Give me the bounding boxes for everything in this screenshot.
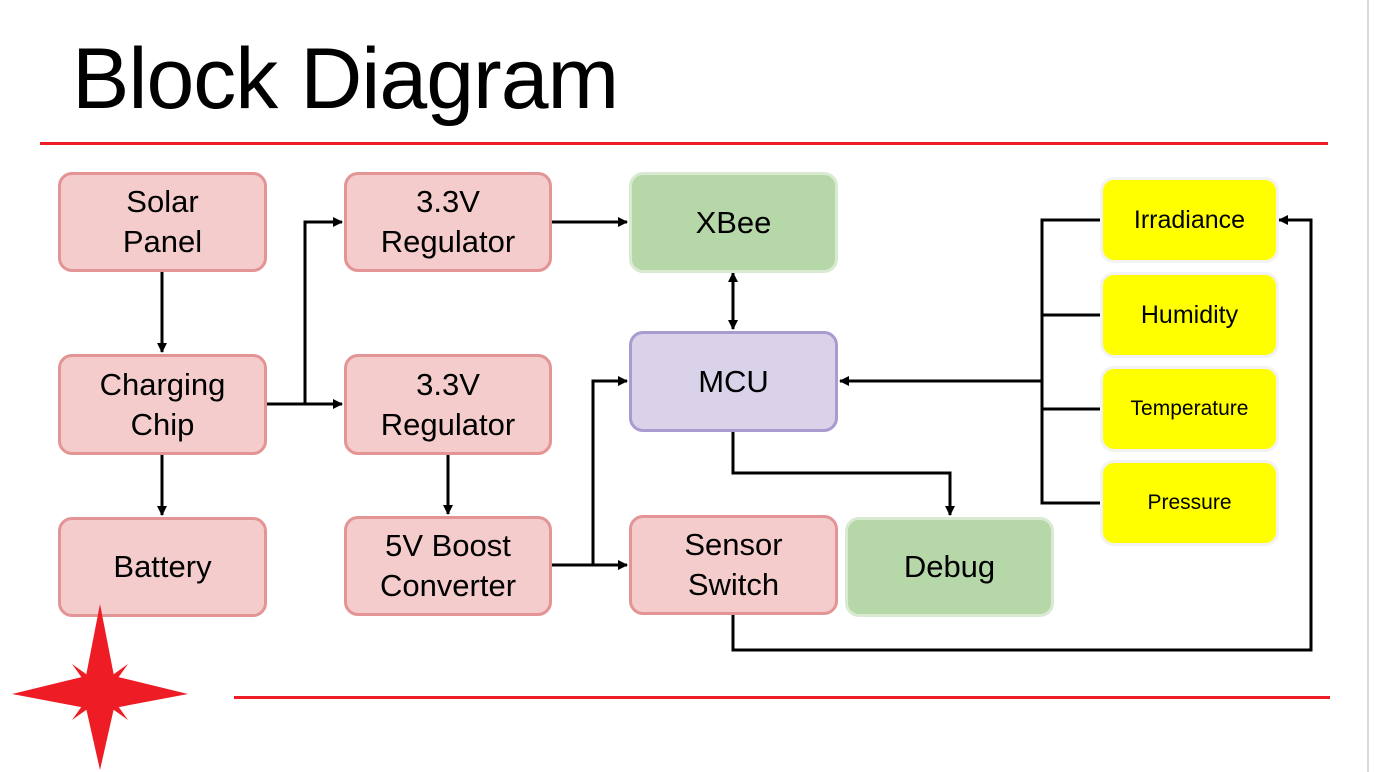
arrow-switch-to-sensors: [731, 215, 1313, 652]
humidity-sensor-block: Humidity: [1100, 272, 1279, 358]
title-divider: [40, 142, 1328, 145]
charging-chip-label: Charging Chip: [99, 366, 226, 442]
debug-block: Debug: [845, 517, 1054, 617]
battery-block: Battery: [58, 517, 267, 617]
mcu-block: MCU: [629, 331, 838, 432]
boost-converter-block: 5V Boost Converter: [344, 516, 552, 616]
pressure-sensor-block: Pressure: [1100, 460, 1279, 546]
humidity-label: Humidity: [1140, 301, 1239, 329]
solar-panel-label: Solar Panel: [122, 184, 203, 259]
sensor-bus: [1040, 218, 1100, 505]
footer-divider: [234, 696, 1330, 699]
sensor-switch-block: Sensor Switch: [629, 515, 838, 615]
irradiance-label: Irradiance: [1133, 206, 1246, 234]
arrow-boost-to-mcu: [591, 376, 628, 565]
regulator-top-block: 3.3V Regulator: [344, 172, 552, 272]
red-star-logo-icon: [12, 604, 188, 770]
battery-label: Battery: [113, 549, 212, 584]
regulator-mid-label: 3.3V Regulator: [380, 366, 516, 442]
sensor-switch-label: Sensor Switch: [684, 527, 783, 602]
regulator-mid-block: 3.3V Regulator: [344, 354, 552, 455]
regulator-top-label: 3.3V Regulator: [380, 184, 516, 259]
arrow-charging-to-regulator-top: [267, 217, 343, 406]
boost-converter-label: 5V Boost Converter: [379, 528, 517, 603]
xbee-label: XBee: [695, 204, 772, 240]
temperature-sensor-block: Temperature: [1100, 366, 1279, 452]
irradiance-sensor-block: Irradiance: [1100, 177, 1279, 263]
temperature-label: Temperature: [1130, 397, 1249, 420]
xbee-block: XBee: [629, 172, 838, 273]
slide-title: Block Diagram: [72, 31, 619, 127]
pressure-label: Pressure: [1147, 491, 1232, 514]
charging-chip-block: Charging Chip: [58, 354, 267, 455]
arrow-mcu-to-debug: [731, 432, 955, 516]
mcu-label: MCU: [698, 363, 769, 399]
solar-panel-block: Solar Panel: [58, 172, 267, 272]
debug-label: Debug: [903, 549, 996, 584]
